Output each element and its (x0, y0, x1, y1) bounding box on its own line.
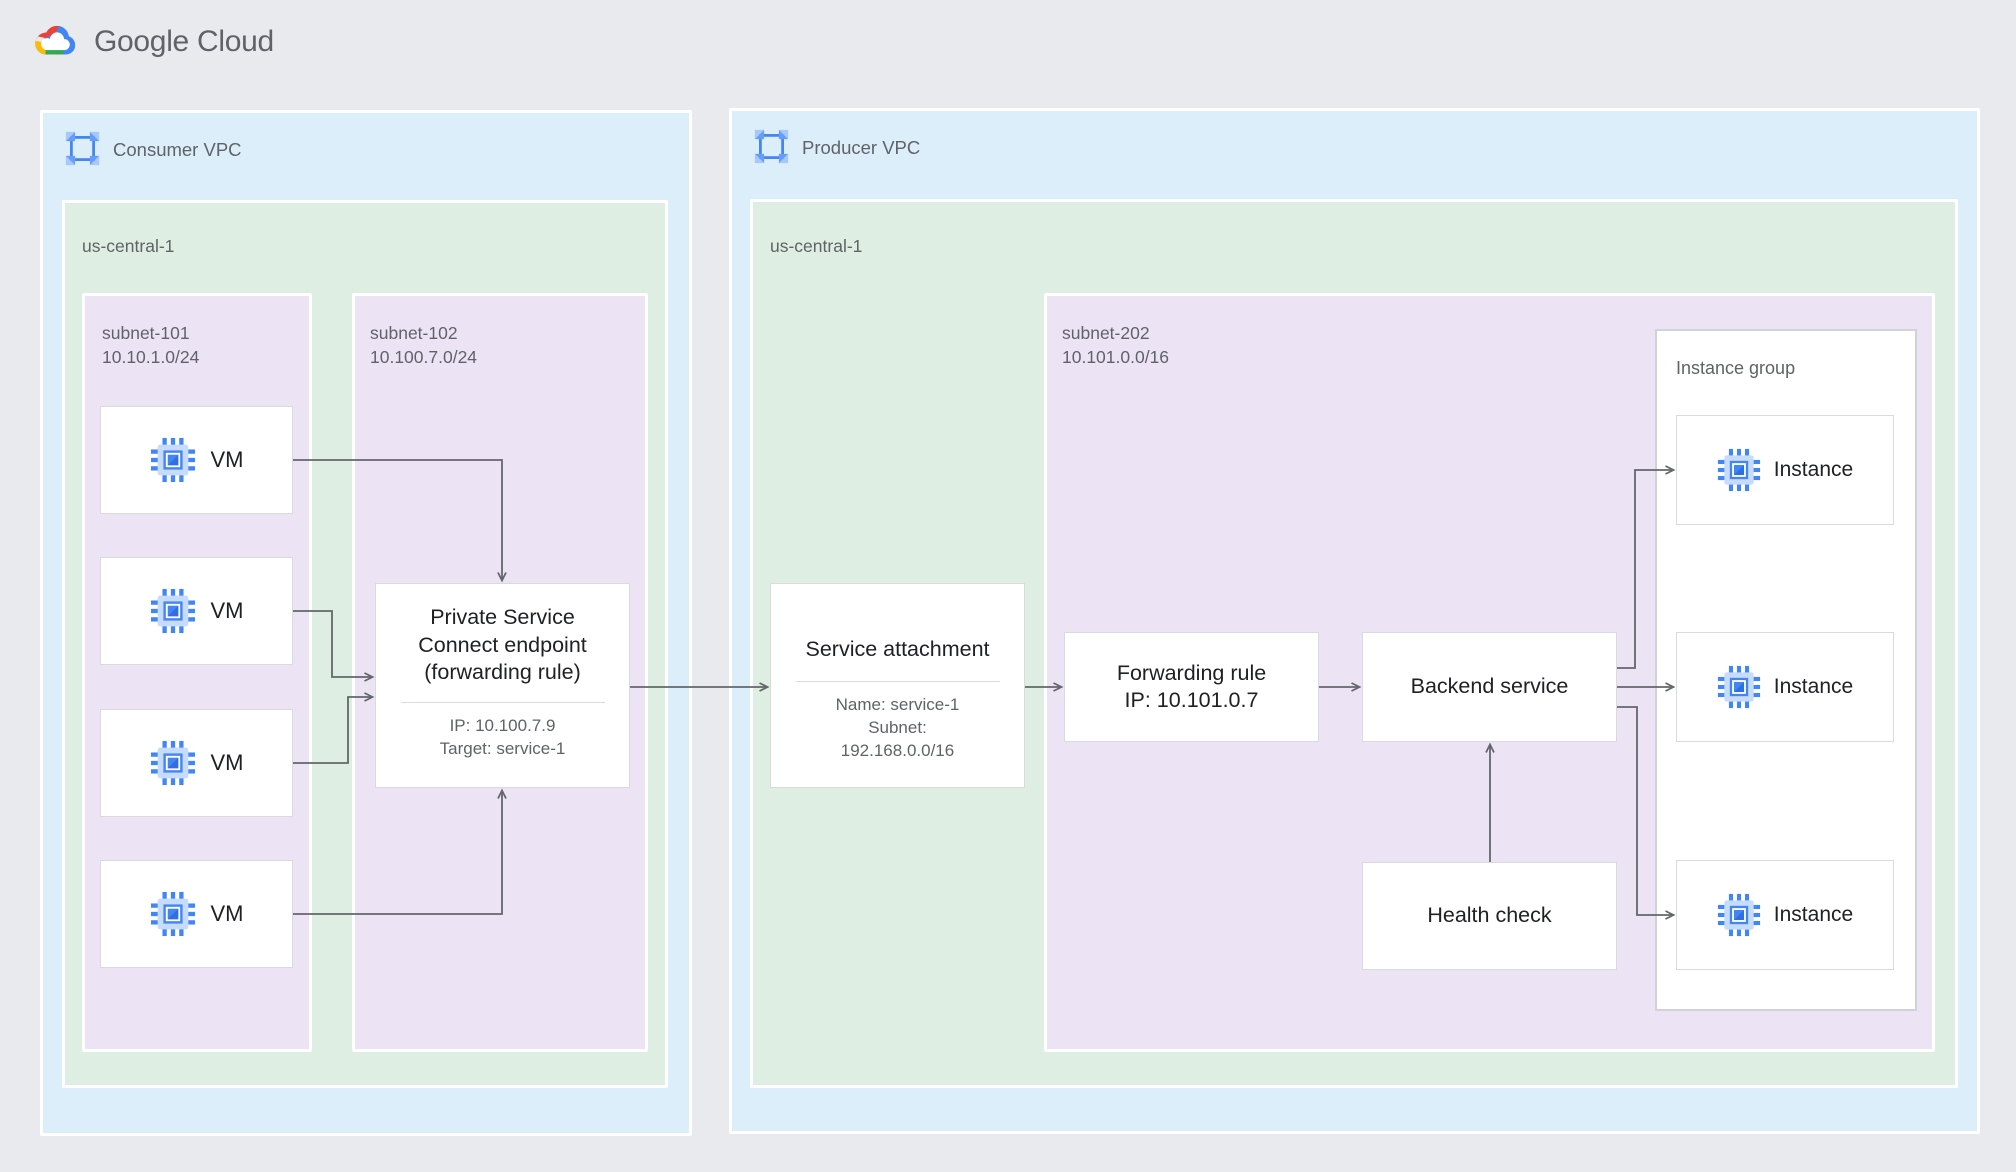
divider (400, 701, 605, 703)
service-attachment-node: Service attachment Name: service-1 Subne… (770, 583, 1025, 788)
instance-node-1: Instance (1676, 415, 1894, 525)
psc-title-line2: Connect endpoint (418, 632, 587, 657)
forwarding-rule-line1: Forwarding rule (1116, 660, 1267, 685)
psc-endpoint-details: IP: 10.100.7.9 Target: service-1 (376, 714, 629, 760)
vm-label: VM (210, 901, 244, 926)
backend-service-node: Backend service (1362, 632, 1617, 742)
forwarding-rule-line2: IP: 10.101.0.7 (1124, 688, 1259, 712)
google-cloud-logo-icon (35, 25, 76, 55)
subnet-102-label: subnet-102 10.100.7.0/24 (370, 321, 477, 369)
health-check-node: Health check (1362, 862, 1617, 970)
backend-service-label: Backend service (1410, 674, 1569, 699)
sa-subnet-cidr: 192.168.0.0/16 (840, 741, 955, 760)
compute-engine-icon (1717, 448, 1760, 492)
logo-google: Google (94, 24, 189, 58)
subnet-101-label: subnet-101 10.10.1.0/24 (102, 321, 199, 369)
sa-subnet-label: Subnet: (868, 718, 927, 737)
subnet-202-name: subnet-202 (1062, 323, 1150, 343)
consumer-vpc-label: Consumer VPC (113, 139, 242, 160)
producer-vpc-label: Producer VPC (802, 137, 921, 158)
service-attachment-details: Name: service-1 Subnet: 192.168.0.0/16 (771, 693, 1024, 762)
vm-node-3: VM (100, 709, 293, 817)
vm-label: VM (210, 598, 244, 623)
vm-node-4: VM (100, 860, 293, 968)
subnet-102-name: subnet-102 (370, 323, 458, 343)
psc-endpoint-title: Private Service Connect endpoint (forwar… (376, 604, 629, 687)
health-check-label: Health check (1427, 903, 1552, 928)
subnet-102-cidr: 10.100.7.0/24 (370, 347, 478, 367)
producer-region-label: us-central-1 (770, 236, 863, 256)
subnet-202-label: subnet-202 10.101.0.0/16 (1062, 321, 1169, 369)
forwarding-rule-node: Forwarding rule IP: 10.101.0.7 (1064, 632, 1319, 742)
compute-engine-icon (150, 891, 195, 937)
google-cloud-logo-text: Google Cloud (94, 25, 274, 59)
vm-label: VM (210, 447, 244, 472)
sa-name: Name: service-1 (835, 695, 960, 714)
compute-engine-icon (150, 437, 195, 483)
subnet-202-cidr: 10.101.0.0/16 (1062, 347, 1170, 367)
compute-engine-icon (150, 588, 195, 634)
vm-label: VM (210, 750, 244, 775)
vpc-network-icon (64, 130, 101, 167)
logo-cloud: Cloud (197, 24, 274, 58)
vm-node-1: VM (100, 406, 293, 514)
vpc-network-icon (753, 128, 790, 165)
forwarding-rule-text: Forwarding rule IP: 10.101.0.7 (1065, 633, 1318, 741)
psc-ip: IP: 10.100.7.9 (449, 716, 556, 735)
compute-engine-icon (150, 740, 195, 786)
psc-title-line3: (forwarding rule) (424, 660, 581, 684)
instance-label: Instance (1773, 903, 1854, 926)
psc-endpoint-node: Private Service Connect endpoint (forwar… (375, 583, 630, 788)
instance-label: Instance (1773, 675, 1854, 698)
psc-target: Target: service-1 (439, 739, 566, 758)
psc-title-line1: Private Service (430, 605, 575, 629)
consumer-region-label: us-central-1 (82, 236, 175, 256)
instance-label: Instance (1773, 458, 1854, 481)
subnet-101-name: subnet-101 (102, 323, 190, 343)
vm-node-2: VM (100, 557, 293, 665)
service-attachment-title: Service attachment (805, 637, 990, 661)
compute-engine-icon (1717, 893, 1760, 937)
compute-engine-icon (1717, 665, 1760, 709)
divider (795, 680, 1000, 682)
instance-node-3: Instance (1676, 860, 1894, 970)
instance-node-2: Instance (1676, 632, 1894, 742)
google-cloud-logo: Google Cloud (30, 20, 274, 63)
subnet-101-cidr: 10.10.1.0/24 (102, 347, 200, 367)
instance-group-label: Instance group (1676, 358, 1796, 378)
